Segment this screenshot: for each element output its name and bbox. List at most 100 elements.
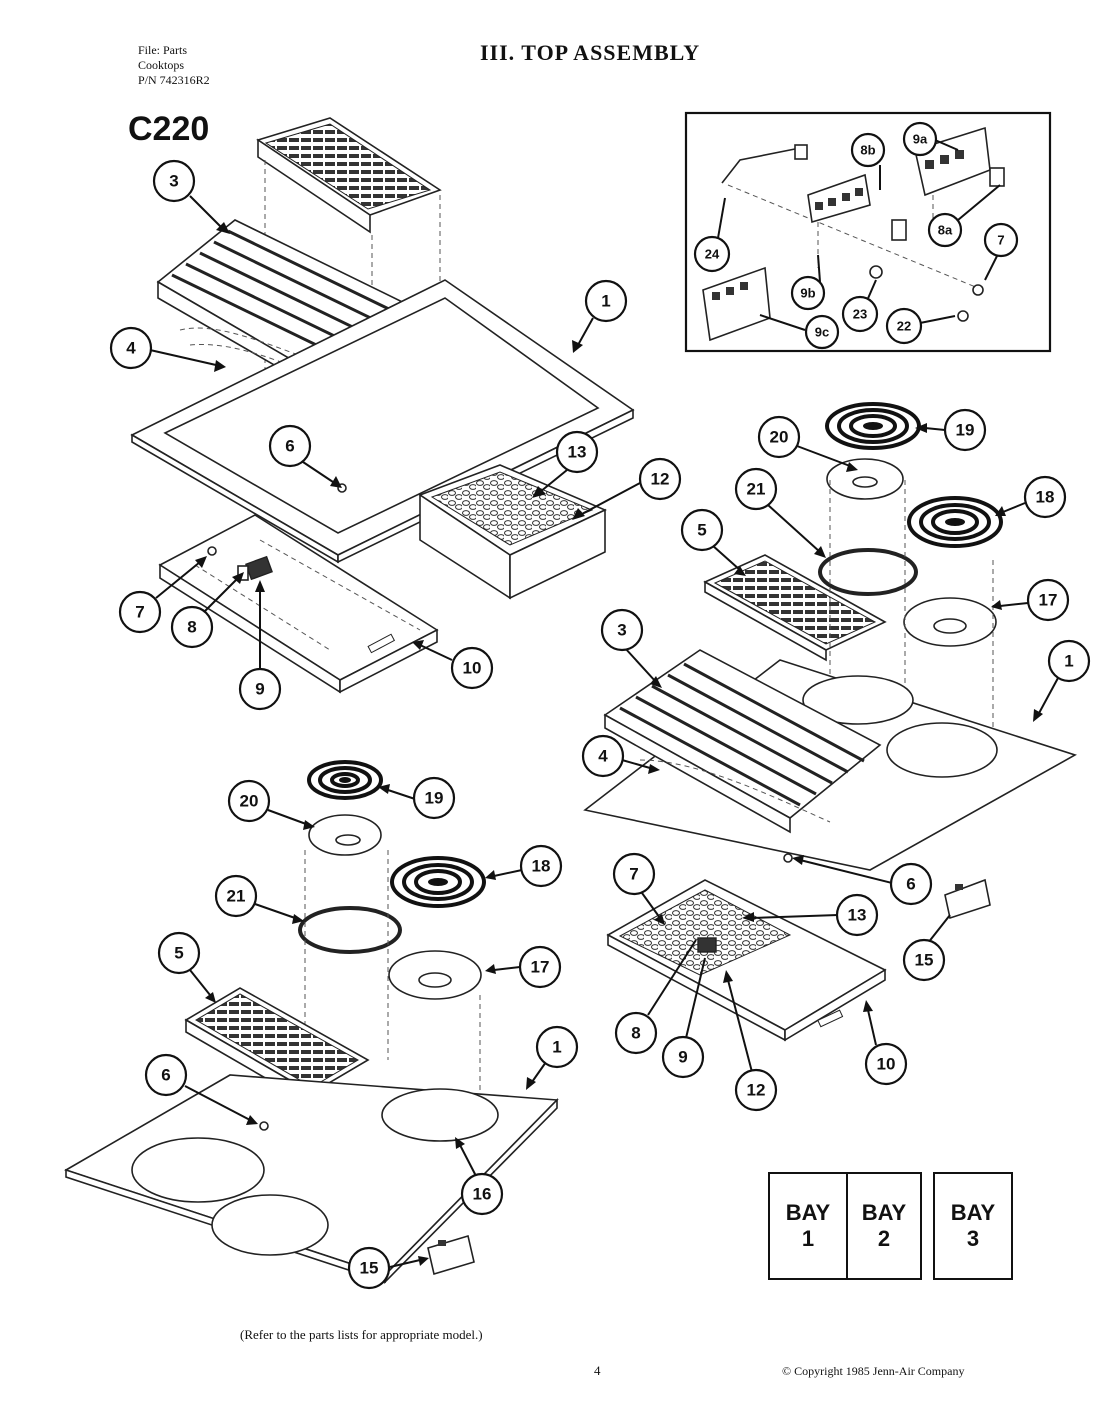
callouts-lower-left: 20 19 18 21 17 5 1 6 16 15: [144, 776, 579, 1290]
callout-badge: 3: [152, 159, 196, 203]
file-info-line: P/N 742316R2: [138, 73, 210, 87]
callout-badge: 18: [519, 844, 563, 888]
callout-badge: 17: [1026, 578, 1070, 622]
callout-badge: 9: [238, 667, 282, 711]
callout-label: 15: [915, 951, 934, 970]
callout-badge: 5: [680, 508, 724, 552]
callouts-inset: 9a 8b 24 8a 7 9b 23 22 9c: [693, 121, 1019, 350]
callout-badge: 3: [600, 608, 644, 652]
callout-label: 5: [174, 944, 183, 963]
callout-badge: 21: [734, 467, 778, 511]
callout-label: 17: [1039, 591, 1058, 610]
large-burner-element: [390, 856, 486, 908]
callout-badge: 15: [347, 1246, 391, 1290]
callout-badge: 23: [841, 295, 879, 333]
terminal-block-part: [427, 1234, 475, 1276]
callout-label: 13: [568, 443, 587, 462]
callout-label: 18: [532, 857, 551, 876]
callout-badge: 8a: [927, 212, 963, 248]
callout-badge: 6: [889, 862, 933, 906]
callout-badge: 9a: [902, 121, 938, 157]
callout-badge: 12: [638, 457, 682, 501]
callout-label: 18: [1036, 488, 1055, 507]
callout-badge: 19: [412, 776, 456, 820]
callout-label: 15: [360, 1259, 379, 1278]
callout-badge: 6: [144, 1053, 188, 1097]
callout-label: 9: [255, 680, 264, 699]
callout-label: 13: [848, 906, 867, 925]
callouts-right: 20 19 21 18 5 17 3 1 4 6 15 7 13 8 9 12 …: [581, 408, 1091, 1112]
callout-label: 4: [126, 339, 136, 358]
callout-badge: 12: [734, 1068, 778, 1112]
callout-label: 4: [598, 747, 608, 766]
callout-label: 16: [473, 1185, 492, 1204]
copyright: © Copyright 1985 Jenn-Air Company: [782, 1364, 965, 1378]
callout-badge: 1: [584, 279, 628, 323]
vent-grille-side: [257, 138, 371, 234]
callout-leaders-upper-left: [149, 195, 641, 668]
page-number: 4: [594, 1363, 601, 1378]
callout-badge: 9b: [790, 275, 826, 311]
callout-label: 24: [705, 247, 720, 262]
lower-left-assembly: [64, 760, 559, 1284]
bay-2-label: BAY 2: [846, 1172, 922, 1280]
callout-badge: 8: [614, 1011, 658, 1055]
callout-label: 8: [631, 1024, 640, 1043]
callout-badge: 4: [581, 734, 625, 778]
callout-label: 20: [770, 428, 789, 447]
callout-label: 19: [425, 789, 444, 808]
callout-badge: 15: [902, 938, 946, 982]
callout-label: 12: [747, 1081, 766, 1100]
callout-label: 8a: [938, 223, 953, 238]
callout-label: 3: [617, 621, 626, 640]
callout-badge: 1: [535, 1025, 579, 1069]
callout-label: 1: [1064, 652, 1073, 671]
callout-badge: 7: [612, 852, 656, 896]
bay-1-label: BAY 1: [768, 1172, 848, 1280]
callout-label: 9: [678, 1048, 687, 1067]
model-number: C220: [128, 110, 210, 148]
file-info-line: Cooktops: [138, 58, 185, 72]
callout-badge: 10: [450, 646, 494, 690]
callout-badge: 1: [1047, 639, 1091, 683]
small-burner-element: [307, 760, 383, 800]
footnote: (Refer to the parts lists for appropriat…: [240, 1327, 483, 1342]
callout-label: 17: [531, 958, 550, 977]
callout-label: 22: [897, 319, 911, 334]
callout-label: 7: [629, 865, 638, 884]
callout-label: 9c: [815, 325, 829, 340]
callout-badge: 10: [864, 1042, 908, 1086]
callout-label: 21: [227, 887, 246, 906]
callout-leaders-lower-left: [184, 784, 547, 1268]
callout-label: 5: [697, 521, 706, 540]
callout-badge: 13: [835, 893, 879, 937]
callout-label: 7: [135, 603, 144, 622]
right-assembly: [583, 402, 1077, 1042]
callout-label: 8b: [860, 143, 875, 158]
callout-badge: 17: [518, 945, 562, 989]
callout-label: 19: [956, 421, 975, 440]
callout-label: 6: [161, 1066, 170, 1085]
callout-badge: 4: [109, 326, 153, 370]
bay-3-label: BAY 3: [933, 1172, 1013, 1280]
callouts-upper-left: 3 4 1 6 13 12 7 8 9 10: [109, 159, 682, 711]
callout-badge: 13: [555, 430, 599, 474]
callout-label: 9a: [913, 132, 928, 147]
callout-badge: 8: [170, 605, 214, 649]
page-title: III. TOP ASSEMBLY: [480, 40, 701, 65]
callout-badge: 5: [157, 931, 201, 975]
callout-badge: 20: [227, 779, 271, 823]
callout-badge: 8b: [850, 132, 886, 168]
callout-label: 10: [463, 659, 482, 678]
callout-badge: 18: [1023, 475, 1067, 519]
callout-badge: 19: [943, 408, 987, 452]
callout-label: 6: [285, 437, 294, 456]
callout-label: 12: [651, 470, 670, 489]
callout-label: 20: [240, 792, 259, 811]
callout-label: 7: [997, 233, 1004, 248]
callout-badge: 16: [460, 1172, 504, 1216]
callout-badge: 9: [661, 1035, 705, 1079]
callout-label: 21: [747, 480, 766, 499]
large-burner-element: [907, 496, 1003, 548]
